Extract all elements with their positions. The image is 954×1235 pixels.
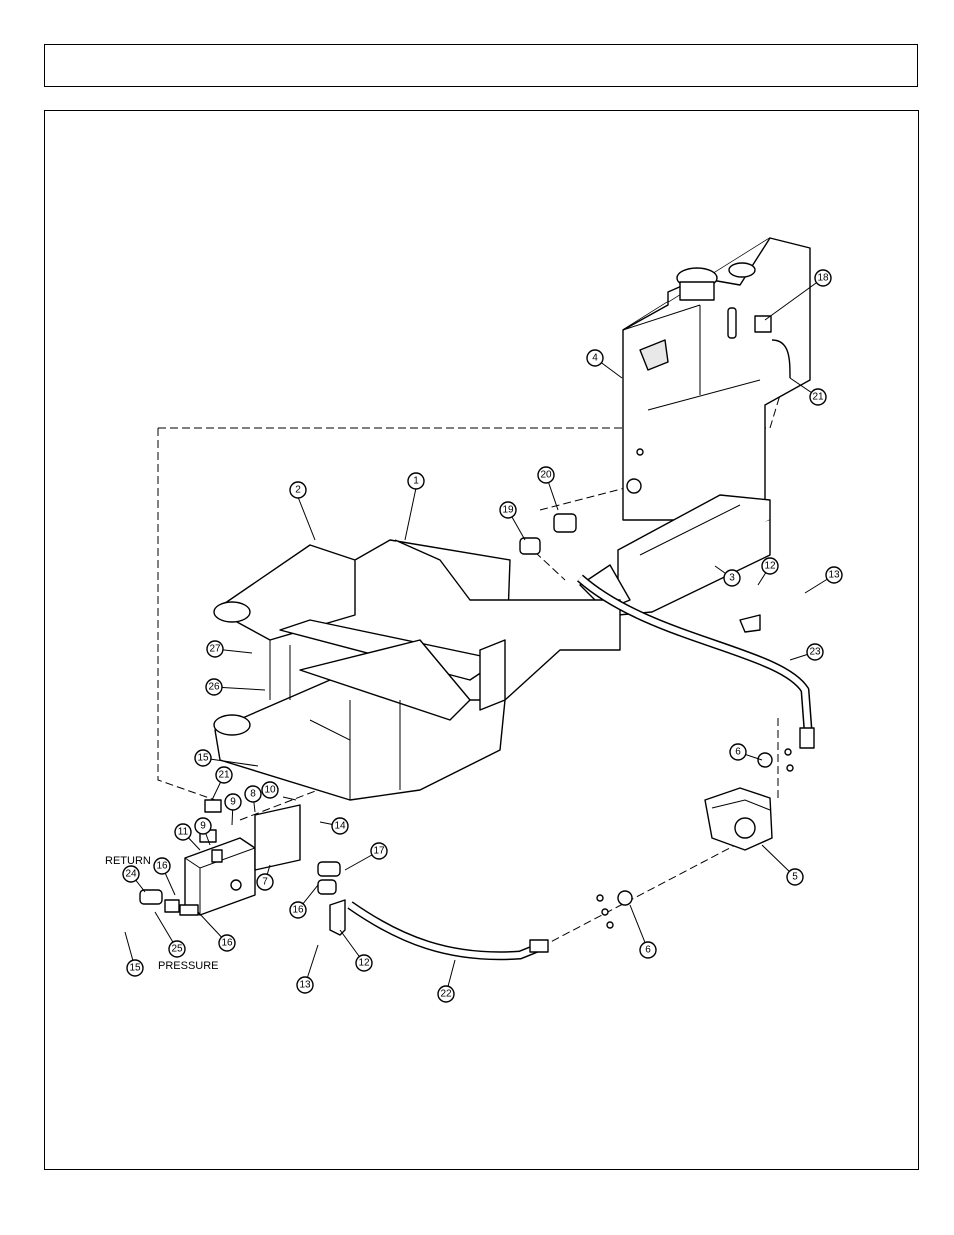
callout-15-upper-label: 15 bbox=[197, 753, 209, 764]
callout-10: 10 bbox=[261, 781, 279, 799]
callout-18: 18 bbox=[814, 269, 832, 287]
callout-22-label: 22 bbox=[440, 989, 452, 1000]
callout-21-lower: 21 bbox=[215, 766, 233, 784]
callout-14: 14 bbox=[331, 817, 349, 835]
callout-1: 1 bbox=[407, 472, 425, 490]
callout-25: 25 bbox=[168, 940, 186, 958]
callout-27-label: 27 bbox=[209, 644, 221, 655]
callout-6-lower-label: 6 bbox=[645, 945, 651, 956]
pump-fittings-lower bbox=[596, 890, 633, 929]
callout-11: 11 bbox=[174, 823, 192, 841]
callout-19: 19 bbox=[499, 501, 517, 519]
callout-12-lower-label: 12 bbox=[358, 958, 370, 969]
callout-17-label: 17 bbox=[373, 846, 385, 857]
callout-16-b-label: 16 bbox=[292, 905, 304, 916]
callout-20-label: 20 bbox=[540, 470, 552, 481]
callout-3: 3 bbox=[723, 569, 741, 587]
callout-11-label: 11 bbox=[178, 827, 189, 838]
hydraulic-tank bbox=[622, 237, 811, 521]
callout-25-label: 25 bbox=[171, 944, 183, 955]
callout-8-label: 8 bbox=[250, 789, 256, 800]
callout-23: 23 bbox=[806, 643, 824, 661]
callout-2-label: 2 bbox=[295, 485, 301, 496]
callout-9-lower: 9 bbox=[194, 817, 212, 835]
callout-27: 27 bbox=[206, 640, 224, 658]
callout-16-a-label: 16 bbox=[156, 861, 168, 872]
callout-17: 17 bbox=[370, 842, 388, 860]
callout-24-label: 24 bbox=[125, 869, 137, 880]
callout-21-upper: 21 bbox=[809, 388, 827, 406]
callout-15-lower-label: 15 bbox=[129, 963, 141, 974]
callout-19-label: 19 bbox=[502, 505, 514, 516]
callout-12-upper: 12 bbox=[761, 557, 779, 575]
callout-10-label: 10 bbox=[264, 785, 276, 796]
callout-9-upper-label: 9 bbox=[230, 797, 236, 808]
callout-6-upper: 6 bbox=[729, 743, 747, 761]
pressure-port-label: PRESSURE bbox=[158, 960, 219, 972]
callout-9-lower-label: 9 bbox=[200, 821, 206, 832]
callout-22: 22 bbox=[437, 985, 455, 1003]
callout-16-c-label: 16 bbox=[221, 938, 233, 949]
fittings-18-19-20-21 bbox=[204, 315, 791, 813]
hose-23 bbox=[577, 574, 815, 749]
callout-12-upper-label: 12 bbox=[764, 561, 776, 572]
callout-8: 8 bbox=[244, 785, 262, 803]
diagram-frame bbox=[44, 110, 919, 1170]
callout-26-label: 26 bbox=[208, 682, 220, 693]
callout-16-c: 16 bbox=[218, 934, 236, 952]
callout-13-lower: 13 bbox=[296, 976, 314, 994]
callout-5: 5 bbox=[786, 868, 804, 886]
callout-13-upper-label: 13 bbox=[828, 570, 840, 581]
callout-18-label: 18 bbox=[817, 273, 829, 284]
callout-13-upper: 13 bbox=[825, 566, 843, 584]
callout-15-upper: 15 bbox=[194, 749, 212, 767]
callout-6-lower: 6 bbox=[639, 941, 657, 959]
callout-20: 20 bbox=[537, 466, 555, 484]
callout-9-upper: 9 bbox=[224, 793, 242, 811]
callout-7: 7 bbox=[256, 873, 274, 891]
bracket-12 bbox=[329, 614, 761, 936]
mounting-plate bbox=[254, 804, 301, 871]
return-port-label: RETURN bbox=[105, 855, 151, 867]
callout-4: 4 bbox=[586, 349, 604, 367]
hose-22 bbox=[347, 901, 549, 961]
valve-block bbox=[184, 837, 256, 916]
callout-6-upper-label: 6 bbox=[735, 747, 741, 758]
callout-21-lower-label: 21 bbox=[218, 770, 230, 781]
header-title-box bbox=[44, 44, 918, 87]
pump-fittings-upper bbox=[757, 748, 794, 772]
callout-2: 2 bbox=[289, 481, 307, 499]
callout-15-lower: 15 bbox=[126, 959, 144, 977]
main-frame-assembly bbox=[213, 539, 621, 801]
callout-13-lower-label: 13 bbox=[299, 980, 311, 991]
callout-12-lower: 12 bbox=[355, 954, 373, 972]
callout-1-label: 1 bbox=[413, 476, 419, 487]
callout-14-label: 14 bbox=[334, 821, 346, 832]
callout-16-b: 16 bbox=[289, 901, 307, 919]
callout-5-label: 5 bbox=[792, 872, 798, 883]
callout-26: 26 bbox=[205, 678, 223, 696]
callout-23-label: 23 bbox=[809, 647, 821, 658]
elbow-fittings bbox=[139, 829, 341, 916]
callout-7-label: 7 bbox=[262, 877, 268, 888]
callout-3-label: 3 bbox=[729, 573, 735, 584]
callout-21-upper-label: 21 bbox=[812, 392, 824, 403]
callout-4-label: 4 bbox=[592, 353, 598, 364]
hydraulic-pump bbox=[704, 787, 773, 851]
callout-16-a: 16 bbox=[153, 857, 171, 875]
callout-24: 24 bbox=[122, 865, 140, 883]
